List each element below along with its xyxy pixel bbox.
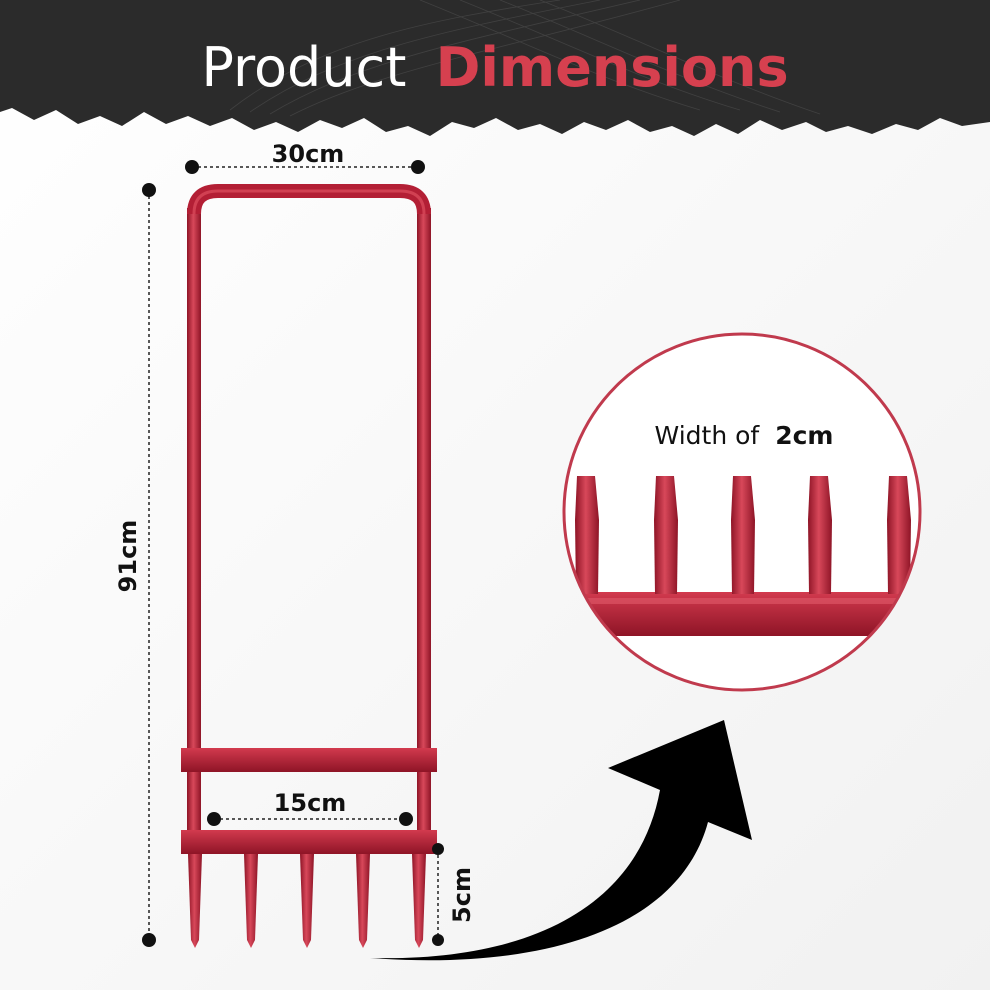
title-bold: Dimensions — [436, 36, 789, 99]
inner-width-label: 15cm — [274, 789, 347, 817]
inset-tine — [731, 476, 755, 594]
width-label: 30cm — [272, 140, 345, 168]
inset-tine — [808, 476, 832, 594]
inset-tine — [887, 476, 911, 594]
inset-border — [562, 332, 922, 692]
inset-caption-value: 2cm — [775, 421, 833, 450]
tine — [356, 854, 370, 948]
tine — [300, 854, 314, 948]
inset-tine — [575, 476, 599, 594]
inset-tines — [575, 476, 911, 594]
dimension-lines — [148, 166, 439, 940]
left-upright — [187, 208, 201, 838]
inset-tine — [654, 476, 678, 594]
tine-crossbar — [181, 830, 437, 854]
tine — [244, 854, 258, 948]
page-title: Product Dimensions — [201, 36, 788, 99]
tine-detail-inset: Width of 2cm — [562, 332, 922, 692]
tine — [412, 854, 426, 948]
tine — [188, 854, 202, 948]
header-banner — [0, 0, 990, 136]
curved-arrow-icon — [370, 720, 752, 961]
tine-length-label: 5cm — [448, 867, 476, 923]
dimension-endpoints — [142, 160, 444, 947]
right-upright — [417, 208, 431, 838]
upper-crossbar — [181, 748, 437, 772]
title-regular: Product — [201, 36, 406, 99]
header-mesh-pattern — [229, 0, 821, 117]
inset-caption: Width of 2cm — [655, 421, 834, 450]
aerator-product-image — [181, 184, 437, 948]
inset-caption-prefix: Width of — [655, 421, 761, 450]
height-label: 91cm — [114, 520, 142, 593]
tines — [188, 854, 426, 948]
